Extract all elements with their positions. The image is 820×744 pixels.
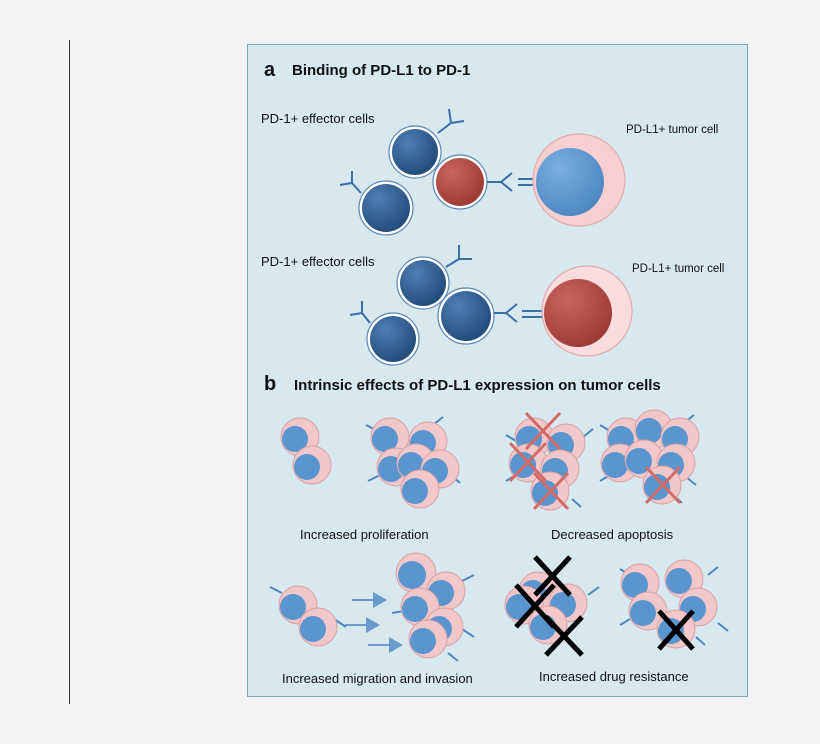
apoptosis-cross-icon — [508, 441, 548, 483]
effector-cells-label-1: PD-1+ effector cells — [261, 111, 375, 126]
effector-cell-group-2 — [349, 245, 542, 366]
section-a-letter: a — [264, 59, 276, 81]
tumor-cell-label-1: PD-L1+ tumor cell — [626, 124, 718, 136]
activated-effector-cell — [432, 154, 513, 210]
drug-resistance-cross-icon — [533, 555, 572, 597]
tumor-cell — [400, 469, 440, 509]
pdl1-tumor-cell-2 — [541, 265, 633, 357]
caption-migration: Increased migration and invasion — [282, 671, 473, 686]
effector-cell — [396, 245, 472, 310]
effector-cell — [437, 287, 518, 345]
tumor-cell — [292, 445, 332, 485]
migration-illustration — [269, 552, 475, 662]
effector-cell — [339, 171, 414, 236]
apoptosis-illustration — [505, 409, 700, 511]
caption-proliferation: Increased proliferation — [300, 527, 429, 542]
section-b-title: Intrinsic effects of PD-L1 expression on… — [294, 377, 661, 394]
tumor-cell — [628, 591, 668, 631]
effector-cell-group-1 — [339, 108, 536, 236]
pdl1-tumor-cell-1 — [532, 133, 626, 227]
tumor-cell — [298, 607, 338, 647]
effector-cells-label-2: PD-1+ effector cells — [261, 254, 375, 269]
apoptosis-cross-icon — [644, 465, 682, 505]
section-b-letter: b — [264, 373, 276, 395]
tumor-cell — [395, 552, 437, 594]
effector-cell — [349, 301, 420, 366]
pd1-pdl1-binding — [522, 310, 542, 318]
left-divider-line — [69, 40, 70, 704]
drug-resistance-illustration — [504, 555, 729, 657]
figure-diagram: a Binding of PD-L1 to PD-1 PD-1+ effecto… — [261, 59, 729, 686]
tumor-cell-label-2: PD-L1+ tumor cell — [632, 263, 724, 275]
caption-apoptosis: Decreased apoptosis — [551, 527, 674, 542]
caption-drug-resistance: Increased drug resistance — [539, 669, 689, 684]
proliferation-illustration — [280, 416, 461, 509]
drug-resistance-cross-icon — [657, 609, 695, 651]
apoptosis-cross-icon — [532, 471, 570, 511]
section-a-title: Binding of PD-L1 to PD-1 — [292, 62, 470, 79]
effector-cell — [388, 108, 465, 179]
tumor-cell — [370, 417, 410, 457]
tumor-cell — [408, 619, 448, 659]
apoptosis-cross-icon — [524, 411, 562, 451]
figure-panel: a Binding of PD-L1 to PD-1 PD-1+ effecto… — [247, 44, 748, 697]
drug-resistance-cross-icon — [544, 615, 584, 657]
